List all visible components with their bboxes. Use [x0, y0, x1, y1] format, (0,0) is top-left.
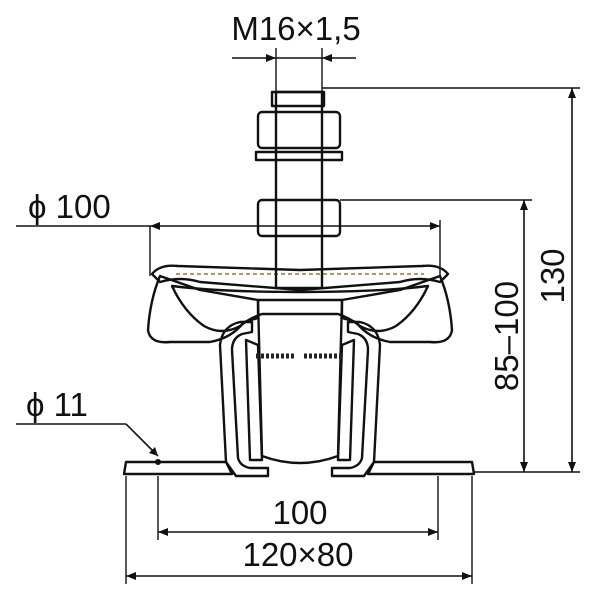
top-nut — [256, 110, 342, 150]
dim-thread: M16×1,5 — [231, 10, 361, 92]
dim-base-size: 120×80 — [125, 476, 473, 584]
thread-label: M16×1,5 — [231, 10, 360, 47]
dim-top-diameter: ϕ 100 — [16, 188, 441, 276]
dim-hole-diameter: ϕ 11 — [16, 386, 159, 457]
base-plate — [122, 459, 476, 476]
total-height-label: 130 — [534, 248, 571, 303]
bolt-and-nuts — [254, 90, 344, 290]
adjust-height-label: 85–100 — [488, 281, 525, 391]
threaded-stud — [274, 90, 324, 290]
rubber-insert-red — [170, 284, 430, 333]
dim-adjust-height: 85–100 — [340, 199, 532, 473]
top-cap — [150, 264, 450, 292]
steel-housing — [218, 320, 382, 478]
hole-spacing-label: 100 — [272, 494, 327, 531]
top-diameter-label: ϕ 100 — [28, 188, 111, 225]
washer — [254, 150, 344, 162]
lower-nut — [256, 198, 342, 238]
hole-diameter-label: ϕ 11 — [26, 386, 88, 423]
rubber-body-black — [146, 274, 454, 344]
base-size-label: 120×80 — [242, 536, 353, 573]
dim-hole-spacing: 100 — [157, 476, 439, 540]
dim-total-height: 130 — [322, 87, 580, 473]
inner-sleeve — [256, 298, 344, 465]
